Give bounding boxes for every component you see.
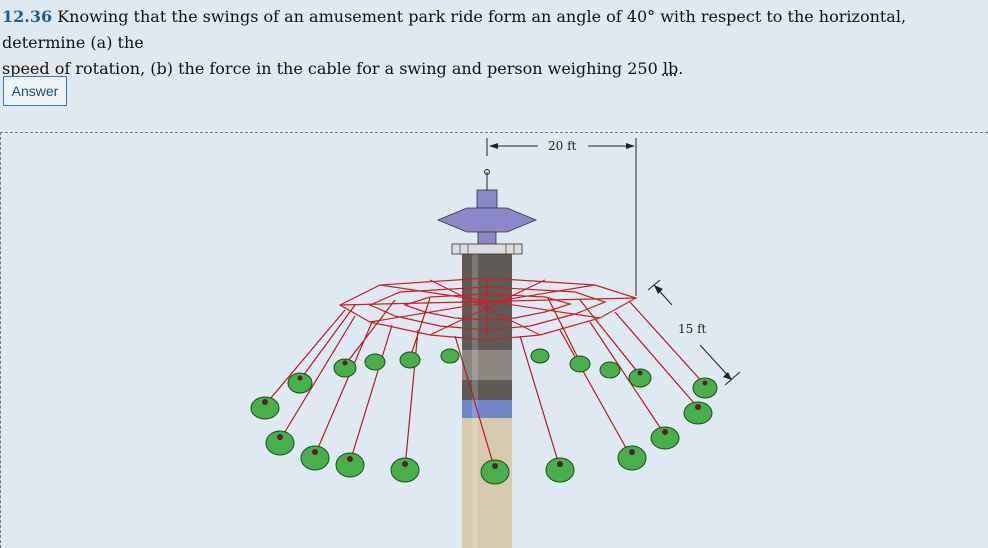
canopy bbox=[436, 169, 538, 255]
problem-number: 12.36 bbox=[2, 7, 53, 26]
dimension-20ft: 20 ft bbox=[486, 138, 637, 296]
problem-line-2-end: . bbox=[678, 59, 684, 78]
problem-line-1: Knowing that the swings of an amusement … bbox=[2, 7, 907, 52]
dim-20ft-label: 20 ft bbox=[548, 139, 577, 153]
problem-statement: 12.36 Knowing that the swings of an amus… bbox=[2, 4, 982, 82]
riders bbox=[262, 360, 708, 469]
dimension-15ft: 15 ft bbox=[647, 279, 741, 386]
cable-web bbox=[338, 277, 638, 341]
figure-left-border bbox=[0, 132, 1, 548]
swing-seats bbox=[250, 348, 718, 485]
problem-line-2: speed of rotation, (b) the force in the … bbox=[2, 59, 663, 78]
dim-15ft-label: 15 ft bbox=[678, 322, 707, 336]
unit-lb: lb bbox=[662, 59, 679, 78]
swing-cables bbox=[264, 297, 706, 471]
figure-separator bbox=[0, 132, 988, 133]
answer-button[interactable]: Answer bbox=[3, 76, 67, 106]
